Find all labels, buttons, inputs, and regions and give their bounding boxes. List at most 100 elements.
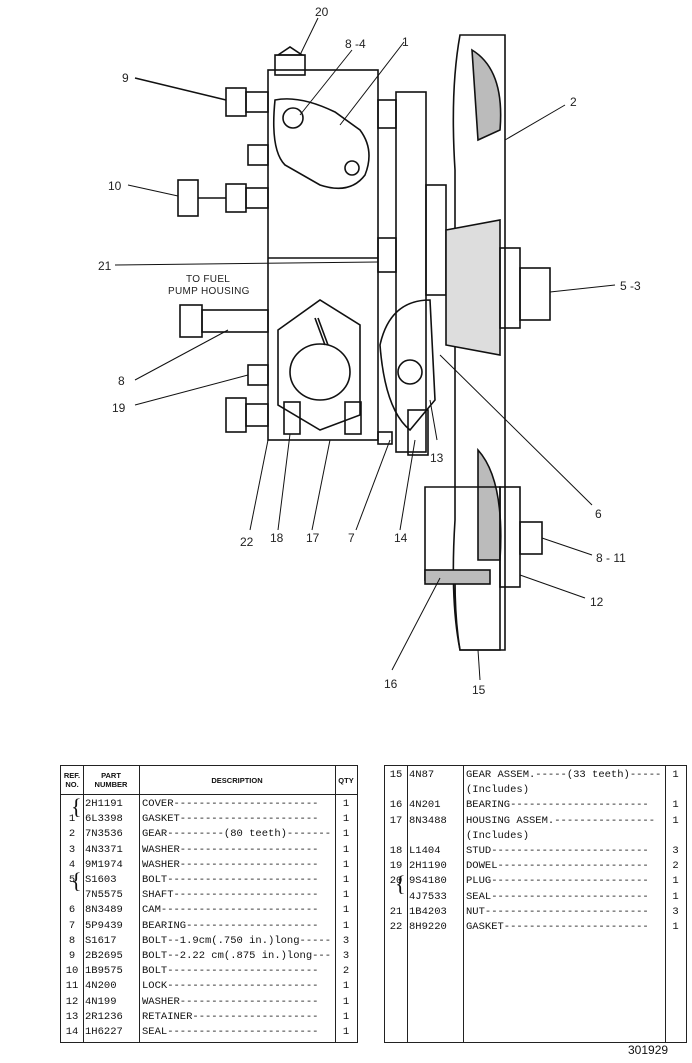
- callout-20: 20: [315, 5, 329, 19]
- cell-desc: SEAL------------------------: [142, 1026, 319, 1038]
- cell-part: 6L3398: [85, 813, 123, 826]
- cell-ref: 8: [68, 934, 76, 947]
- cell-qty: 1: [342, 904, 350, 917]
- cell-desc: BOLT------------------------: [142, 965, 319, 978]
- cell-part: 2R1236: [85, 1010, 123, 1023]
- cell-ref: 12: [65, 995, 79, 1008]
- cell-desc: BOLT------------------------: [142, 874, 319, 886]
- callout-7: 7: [348, 531, 355, 545]
- callout-13: 13: [430, 451, 444, 465]
- cell-desc: BEARING---------------------: [142, 919, 319, 932]
- note-line-1: TO FUEL: [186, 274, 230, 285]
- cell-desc: WASHER----------------------: [142, 995, 319, 1008]
- cell-ref: 11: [65, 980, 79, 993]
- cell-ref: 19: [389, 860, 403, 873]
- bolt-5: [519, 267, 551, 321]
- table-header: REF. NO. PART NUMBER DESCRIPTION QTY: [61, 766, 357, 795]
- cell-part: 1H6227: [85, 1026, 123, 1038]
- cell-qty: 1: [672, 875, 679, 888]
- cell-ref: 7: [68, 919, 76, 932]
- table-row: (Includes): [385, 783, 686, 798]
- table-row: 21 1B4203 NUT-------------------------- 3: [385, 905, 686, 920]
- cell-desc: GEAR---------(80 teeth)-------: [142, 828, 332, 841]
- lower-cover: [277, 299, 361, 431]
- cell-qty: 1: [342, 919, 350, 932]
- mounting-plate: [395, 91, 427, 453]
- cell-part: 9S4180: [409, 875, 447, 888]
- callout-18: 18: [270, 531, 284, 545]
- cell-desc: (Includes): [466, 784, 530, 797]
- bolt-8: [179, 304, 203, 338]
- cell-ref: 5: [68, 874, 76, 886]
- callout-8-11: 8 - 11: [596, 551, 626, 565]
- cell-desc: NUT--------------------------: [466, 905, 649, 918]
- cell-qty: 1: [672, 890, 679, 903]
- cell-part: 2B2695: [85, 950, 123, 962]
- cell-desc: BOLT--2.22 cm(.875 in.)long---: [142, 950, 332, 962]
- cell-ref: 20: [389, 875, 403, 888]
- cell-desc: LOCK------------------------: [142, 980, 319, 993]
- cell-desc: GASKET-----------------------: [466, 921, 649, 933]
- bolt-9: [225, 87, 247, 117]
- cell-part: 1B9575: [85, 965, 123, 978]
- cell-qty: 1: [342, 813, 350, 826]
- header-ref-2: NO.: [65, 780, 79, 789]
- callout-16: 16: [384, 677, 398, 691]
- cell-ref: 16: [389, 799, 403, 812]
- cell-ref: 4: [68, 858, 76, 871]
- cell-ref: 14: [65, 1026, 79, 1038]
- cell-part: 1B4203: [409, 905, 447, 918]
- cell-qty: 3: [672, 905, 679, 918]
- cell-qty: 1: [342, 874, 350, 886]
- cell-desc: DOWEL------------------------: [466, 860, 649, 873]
- cell-desc: GEAR ASSEM.-----(33 teeth)------: [466, 769, 663, 781]
- header-qty: QTY: [338, 776, 354, 785]
- callout-10: 10: [108, 179, 122, 193]
- cell-ref: 2: [68, 828, 76, 841]
- group-brace: {: [71, 868, 82, 893]
- callout-12: 12: [590, 595, 604, 609]
- figure-number: 301929: [628, 1043, 669, 1057]
- callout-14: 14: [394, 531, 408, 545]
- callout-22: 22: [240, 535, 254, 549]
- cell-qty: 1: [672, 769, 679, 781]
- cell-desc: COVER-----------------------: [142, 798, 319, 810]
- cell-qty: 1: [672, 799, 679, 812]
- cell-part: 8N3489: [85, 904, 123, 917]
- cell-part: 2H1191: [85, 798, 123, 810]
- cell-ref: 15: [389, 769, 403, 781]
- cell-desc: GASKET----------------------: [142, 813, 319, 826]
- housing-body: [267, 69, 379, 441]
- cover-plate: [272, 98, 370, 190]
- cell-ref: 21: [389, 905, 403, 918]
- table-row: (Includes): [385, 829, 686, 844]
- group-brace: {: [395, 871, 406, 896]
- cam: [379, 299, 436, 432]
- cell-part: S1617: [85, 934, 117, 947]
- cell-desc: BEARING----------------------: [466, 799, 649, 812]
- cell-desc: PLUG-------------------------: [466, 875, 649, 888]
- cell-desc: WASHER----------------------: [142, 843, 319, 856]
- cell-part: 4N200: [85, 980, 117, 993]
- plug-20: [274, 54, 306, 76]
- cell-part: 7N5575: [85, 889, 123, 902]
- callout-17: 17: [306, 531, 320, 545]
- cell-part: 8N3488: [409, 814, 447, 827]
- cell-qty: 2: [672, 860, 679, 873]
- cell-part: 4J7533: [409, 890, 447, 903]
- cell-ref: 22: [389, 921, 403, 933]
- cell-qty: 1: [342, 995, 350, 1008]
- cell-qty: 1: [342, 1010, 350, 1023]
